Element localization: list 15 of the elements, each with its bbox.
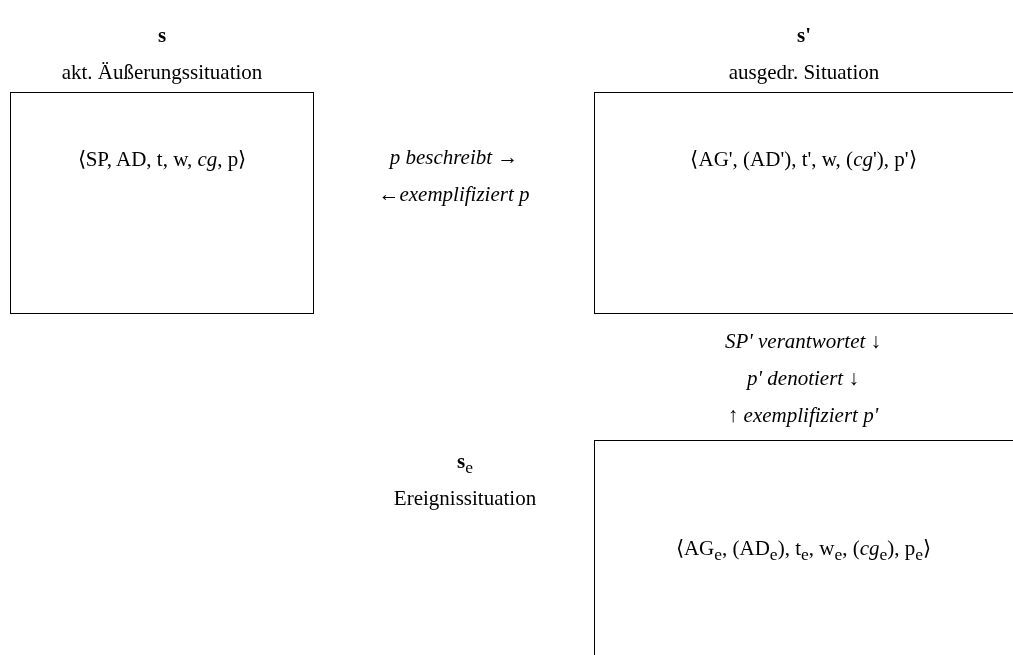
- tuple-text: ⟨SP, AD, t, w, cg, p⟩: [77, 147, 247, 172]
- situation-symbol: s': [797, 23, 811, 48]
- relation-label: p beschreibt →: [389, 145, 519, 170]
- relation-label: p' denotiert ↓: [747, 366, 859, 391]
- situation-name: Ereignissituation: [393, 486, 537, 511]
- tuple-text: ⟨AG', (AD'), t', w, (cg'), p'⟩: [690, 147, 917, 172]
- relation-label: ←exemplifiziert p: [378, 182, 530, 207]
- situation-symbol: s: [157, 23, 167, 48]
- situation-name: ausgedr. Situation: [728, 60, 880, 85]
- situation-symbol: s$_{e}$: [457, 449, 473, 479]
- tuple-text: ⟨AG$_{e}$, (AD$_{e}$), t$_{e}$, w$_{e}$, (cg$_{e}$), p$_{e}$⟩: [675, 536, 932, 566]
- situation-box: [594, 440, 1013, 655]
- situation-name: akt. Äußerungssituation: [61, 60, 263, 85]
- relation-label: ↑ exemplifiziert p': [727, 403, 879, 428]
- relation-label: SP' verantwortet ↓: [724, 329, 882, 354]
